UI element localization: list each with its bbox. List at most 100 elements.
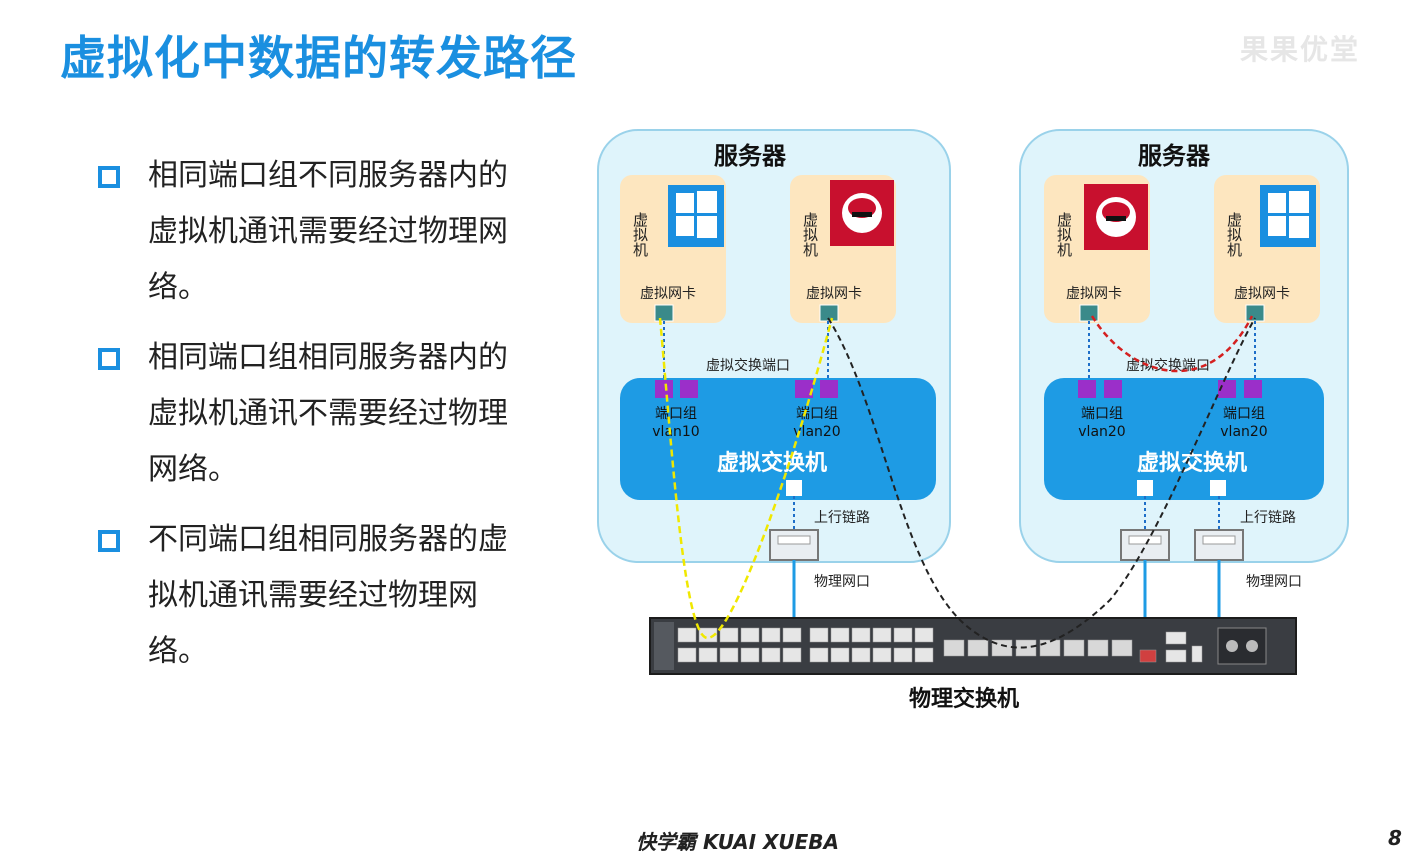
server-label-left: 服务器 [714, 142, 787, 170]
vswitch-box [620, 378, 936, 500]
port-group-label: 端口组 [655, 406, 697, 422]
port-group-label: 端口组 [796, 406, 838, 422]
switch-port [719, 647, 739, 663]
vswitch-port [655, 380, 673, 398]
vnic-label: 虚拟网卡 [1066, 286, 1122, 302]
bullet-text: 相同端口组相同服务器内的虚拟机通讯不需要经过物理网络。 [148, 340, 508, 487]
uplink-label: 上行链路 [1240, 510, 1296, 526]
switch-port [914, 627, 934, 643]
vswitch-port [1104, 380, 1122, 398]
bullet-text: 不同端口组相同服务器的虚拟机通讯需要经过物理网络。 [148, 522, 508, 669]
ethernet-port-icon [769, 529, 819, 561]
switch-port [1087, 639, 1109, 657]
port-group-vlan: vlan20 [793, 424, 840, 440]
switch-port [809, 627, 829, 643]
switch-port [872, 627, 892, 643]
switch-port [967, 639, 989, 657]
ethernet-port-icon [1194, 529, 1244, 561]
vswitch-label: 虚拟交换机 [717, 450, 827, 476]
path-yellow [658, 317, 834, 640]
bullet-text: 相同端口组不同服务器内的虚拟机通讯需要经过物理网络。 [148, 158, 508, 305]
switch-port [893, 647, 913, 663]
port-group-label: 端口组 [1081, 406, 1123, 422]
vnic-label: 虚拟网卡 [640, 286, 696, 302]
port-group-vlan: vlan10 [652, 424, 699, 440]
vswitch-port [820, 380, 838, 398]
switch-port [1039, 639, 1061, 657]
page-title: 虚拟化中数据的转发路径 [60, 31, 577, 85]
switch-port [1111, 639, 1133, 657]
switch-port [893, 627, 913, 643]
vnic-port [654, 304, 674, 322]
switch-port [782, 627, 802, 643]
uplink-port [786, 480, 802, 496]
page-number: 8 [1388, 826, 1402, 850]
switch-port [851, 647, 871, 663]
square-bullet-icon [98, 348, 120, 370]
vswitch-port [1244, 380, 1262, 398]
server-label-right: 服务器 [1138, 142, 1211, 170]
switch-port [761, 647, 781, 663]
physical-switch [649, 617, 1297, 675]
switch-port [782, 647, 802, 663]
port-group-vlan: vlan20 [1078, 424, 1125, 440]
switch-port [830, 647, 850, 663]
switch-port [1139, 649, 1157, 663]
vswitch-port [680, 380, 698, 398]
switch-port [809, 647, 829, 663]
bullet-item: 相同端口组相同服务器内的虚拟机通讯不需要经过物理网络。 [96, 330, 516, 498]
phys-port-label: 物理网口 [1246, 574, 1302, 590]
switch-port [740, 647, 760, 663]
bullet-item: 相同端口组不同服务器内的虚拟机通讯需要经过物理网络。 [96, 148, 516, 316]
redhat-logo-icon [830, 180, 894, 246]
switch-port [698, 627, 718, 643]
phys-port-label: 物理网口 [814, 574, 870, 590]
vswitch-port-label: 虚拟交换端口 [706, 357, 790, 374]
switch-port [1165, 631, 1187, 645]
vm-label: 虚拟机 [801, 212, 819, 258]
switch-port [740, 627, 760, 643]
square-bullet-icon [98, 166, 120, 188]
switch-port [677, 627, 697, 643]
switch-port [943, 639, 965, 657]
switch-port [719, 627, 739, 643]
switch-port [872, 647, 892, 663]
switch-port [830, 627, 850, 643]
switch-port [851, 627, 871, 643]
switch-port [698, 647, 718, 663]
uplink-label: 上行链路 [814, 510, 870, 526]
vswitch-port [795, 380, 813, 398]
uplink-port [1210, 480, 1226, 496]
switch-port [1063, 639, 1085, 657]
vm-label: 虚拟机 [1225, 212, 1243, 258]
vnic-port [1079, 304, 1099, 322]
footer-brand: 快学霸 KUAI XUEBA [636, 830, 840, 854]
path-red [1090, 315, 1254, 373]
vswitch-port-label: 虚拟交换端口 [1126, 357, 1210, 374]
port-group-label: 端口组 [1223, 406, 1265, 422]
vm-label: 虚拟机 [1055, 212, 1073, 258]
vnic-label: 虚拟网卡 [806, 286, 862, 302]
switch-port [914, 647, 934, 663]
vm-label: 虚拟机 [631, 212, 649, 258]
port-group-vlan: vlan20 [1220, 424, 1267, 440]
switch-port [677, 647, 697, 663]
vswitch-port [1078, 380, 1096, 398]
vnic-label: 虚拟网卡 [1234, 286, 1290, 302]
ethernet-port-icon [1120, 529, 1170, 561]
uplink-port [1137, 480, 1153, 496]
vswitch-box [1044, 378, 1324, 500]
switch-port [761, 627, 781, 643]
windows-logo-icon [668, 185, 724, 247]
square-bullet-icon [98, 530, 120, 552]
bullet-list: 相同端口组不同服务器内的虚拟机通讯需要经过物理网络。 相同端口组相同服务器内的虚… [96, 148, 516, 694]
vswitch-label: 虚拟交换机 [1137, 450, 1247, 476]
redhat-logo-icon [1084, 184, 1148, 250]
phys-switch-label: 物理交换机 [909, 686, 1019, 712]
switch-port [1191, 645, 1203, 663]
switch-port [1165, 649, 1187, 663]
bullet-item: 不同端口组相同服务器的虚拟机通讯需要经过物理网络。 [96, 512, 516, 680]
path-black [827, 317, 1256, 649]
windows-logo-icon [1260, 185, 1316, 247]
